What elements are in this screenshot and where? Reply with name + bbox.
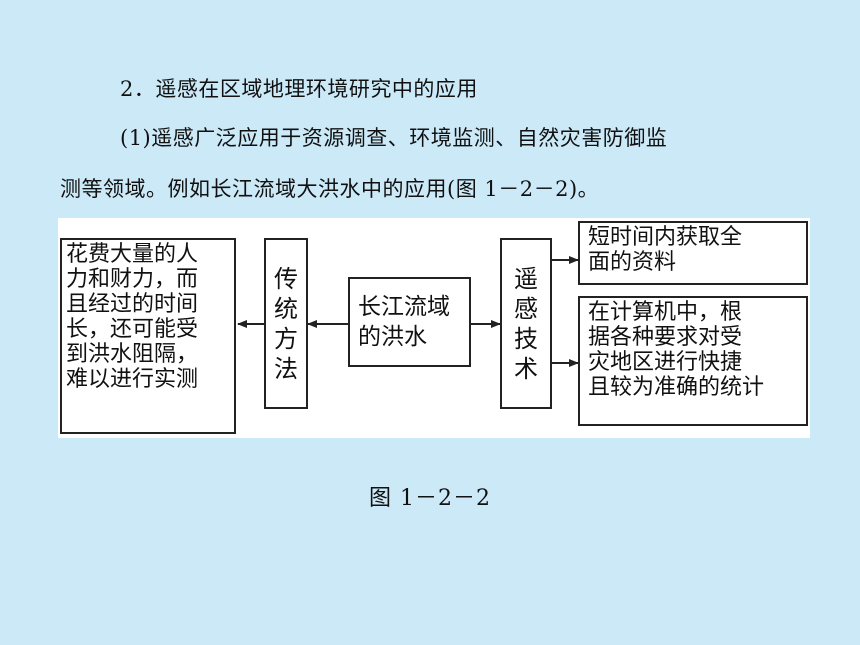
remote-sensing-box: 遥 感 技 术 <box>500 238 552 409</box>
figure-caption: 图 1－2－2 <box>369 486 491 511</box>
flow-diagram: 花费大量的人 力和财力，而 且经过的时间 长，还可能受 到洪水阻隔， 难以进行实… <box>58 218 810 438</box>
traditional-method-box: 传 统 方 法 <box>264 238 308 409</box>
left-box-text: 花费大量的人 力和财力，而 且经过的时间 长，还可能受 到洪水阻隔， 难以进行实… <box>66 242 199 392</box>
remote-sensing-text: 遥 感 技 术 <box>514 264 538 383</box>
traditional-method-text: 传 统 方 法 <box>274 264 298 383</box>
center-box-text: 长江流域 的洪水 <box>358 294 450 350</box>
diagram-arrows <box>237 256 579 367</box>
paragraph-line-2: 测等领域。例如长江流域大洪水中的应用(图 1－2－2)。 <box>60 177 600 201</box>
right-bottom-box: 在计算机中，根 据各种要求对受 灾地区进行快捷 且较为准确的统计 <box>578 296 808 426</box>
right-top-text: 短时间内获取全 面的资料 <box>588 225 743 275</box>
right-bottom-text: 在计算机中，根 据各种要求对受 灾地区进行快捷 且较为准确的统计 <box>588 300 765 400</box>
center-box: 长江流域 的洪水 <box>348 277 471 367</box>
left-box: 花费大量的人 力和财力，而 且经过的时间 长，还可能受 到洪水阻隔， 难以进行实… <box>60 238 236 434</box>
paragraph-line-1: (1)遥感广泛应用于资源调查、环境监测、自然灾害防御监 <box>120 126 668 150</box>
right-top-box: 短时间内获取全 面的资料 <box>578 221 808 285</box>
section-heading: 2．遥感在区域地理环境研究中的应用 <box>120 77 478 101</box>
